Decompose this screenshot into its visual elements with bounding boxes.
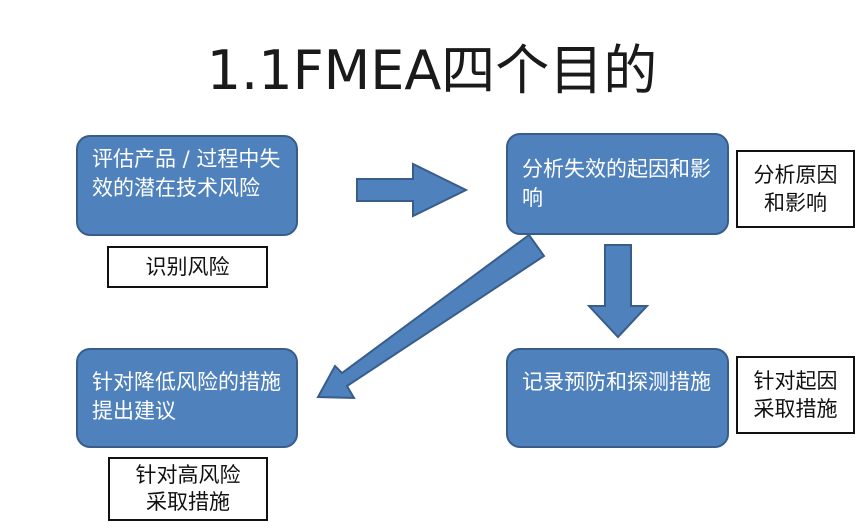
box-analyze-text: 分析失效的起因和影响: [522, 157, 711, 210]
note-identify-risk: 识别风险: [107, 246, 268, 288]
arrow-diagonal: [316, 233, 546, 400]
box-measures-text: 针对降低风险的措施提出建议: [92, 370, 281, 423]
box-evaluate-text: 评估产品 / 过程中失效的潜在技术风险: [92, 147, 281, 200]
box-analyze-failure: 分析失效的起因和影响: [506, 133, 729, 235]
arrow-right: [356, 162, 469, 218]
note-analyze-cause: 分析原因 和影响: [736, 150, 855, 228]
page-title: 1.1FMEA四个目的: [206, 39, 658, 102]
box-record-controls: 记录预防和探测措施: [506, 348, 729, 448]
box-risk-measures: 针对降低风险的措施提出建议: [76, 348, 298, 448]
box-record-text: 记录预防和探测措施: [522, 370, 711, 394]
note-cause-action: 针对起因 采取措施: [736, 356, 855, 434]
arrow-down: [586, 244, 650, 339]
note-high-risk-action: 针对高风险 采取措施: [108, 457, 268, 521]
box-evaluate-risk: 评估产品 / 过程中失效的潜在技术风险: [76, 135, 298, 236]
